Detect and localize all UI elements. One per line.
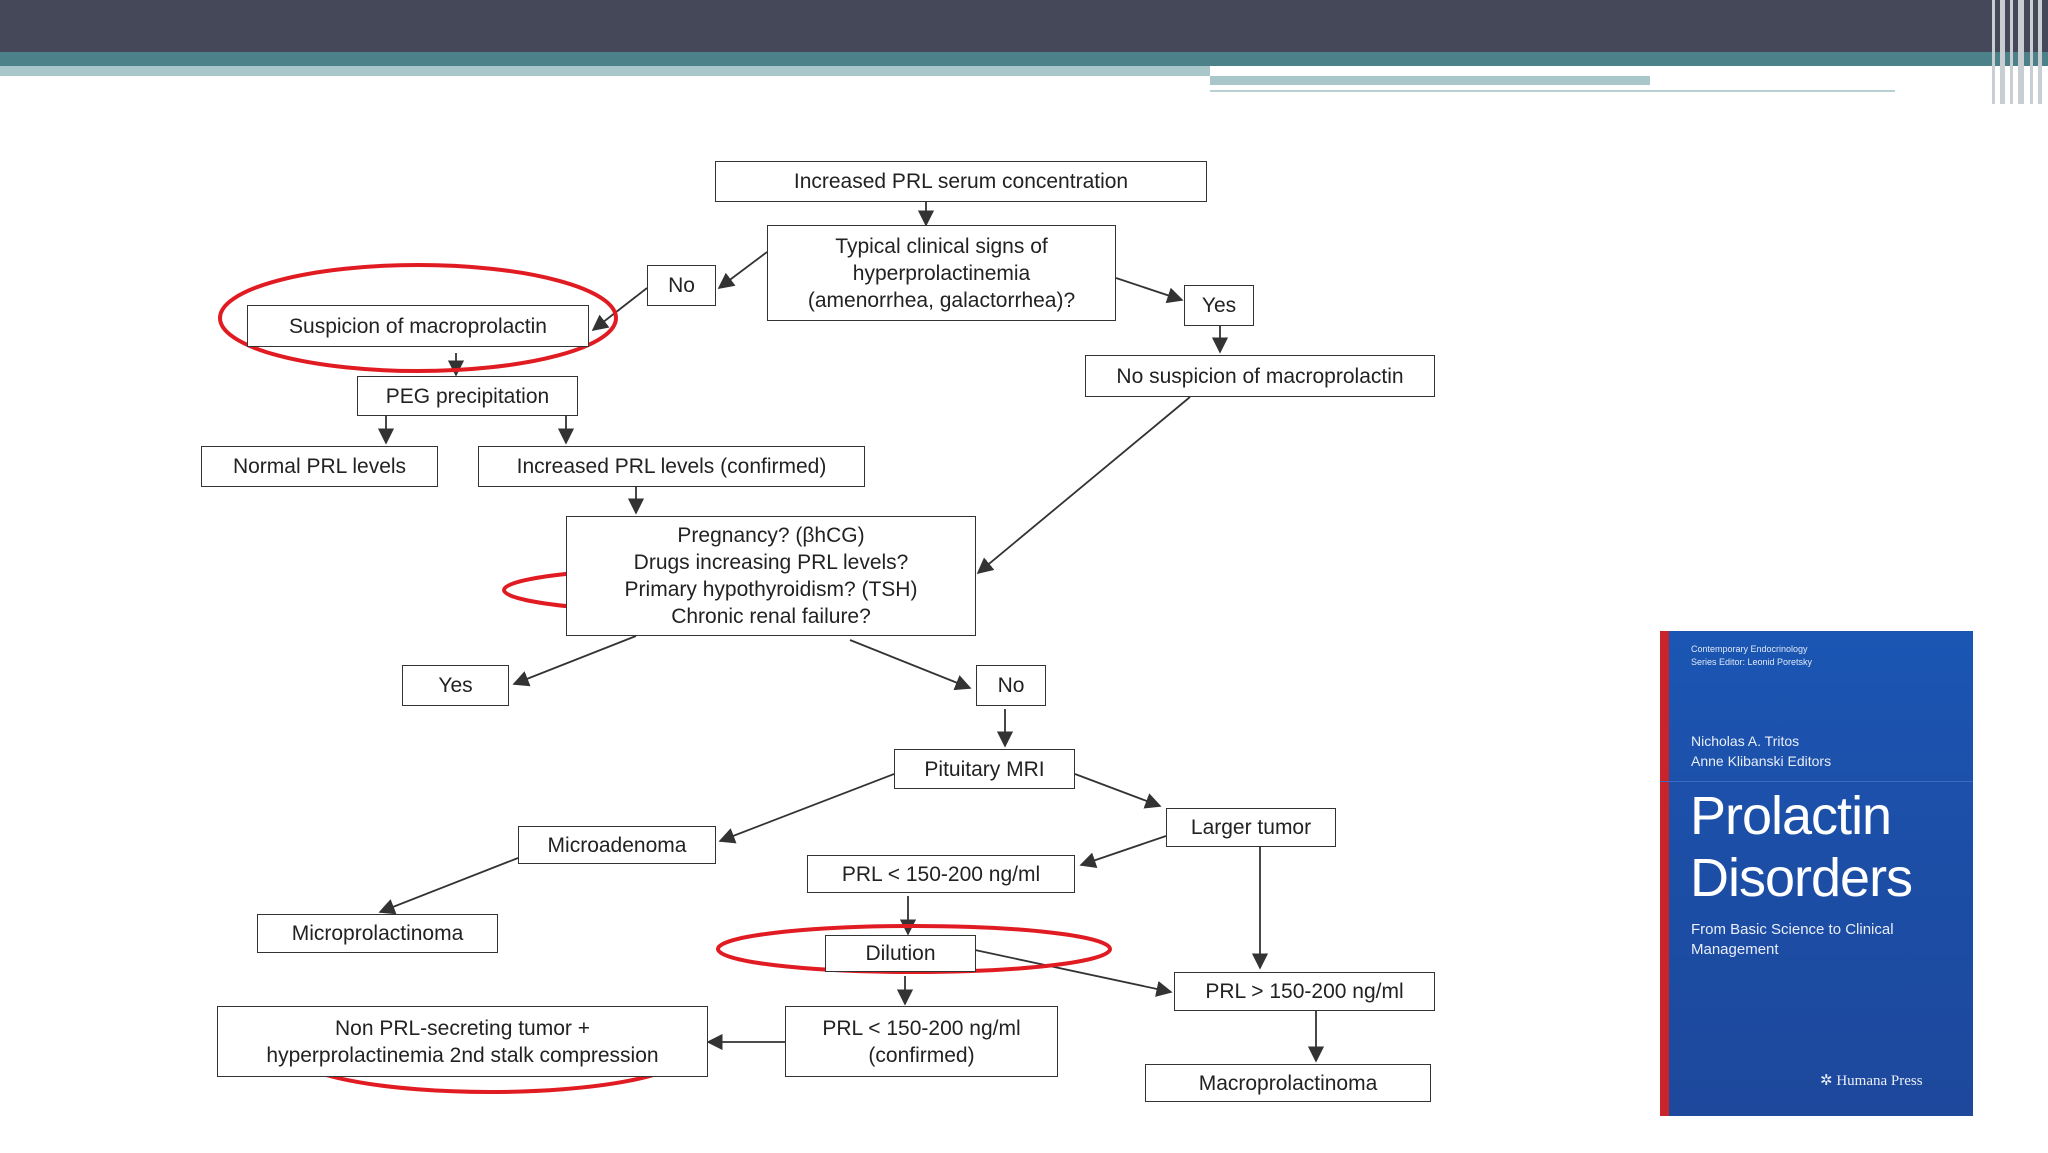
book-subtitle: From Basic Science to Clinical Managemen…	[1691, 921, 1894, 958]
book-spine	[1660, 631, 1669, 1116]
suspicion-macroprolactin-node: Suspicion of macroprolactin	[247, 305, 589, 347]
prl-gt-node: PRL > 150-200 ng/ml	[1174, 972, 1435, 1011]
increased-prl-node: Increased PRL serum concentration	[715, 161, 1207, 202]
larger-tumor-node: Larger tumor	[1166, 808, 1336, 847]
no-mid-node: No	[976, 665, 1046, 706]
no-suspicion-macroprolactin-node: No suspicion of macroprolactin	[1085, 355, 1435, 397]
slide-header-accent	[0, 52, 2048, 66]
book-publisher: ✲ Humana Press	[1820, 1071, 1923, 1090]
book-series: Contemporary Endocrinology Series Editor…	[1691, 644, 1813, 667]
arrow	[1115, 277, 1184, 304]
arrow	[718, 773, 895, 844]
microprolactinoma-node: Microprolactinoma	[257, 914, 498, 953]
slide-header-accent-light	[0, 66, 1210, 76]
peg-precipitation-node: PEG precipitation	[357, 376, 578, 416]
arrow	[378, 857, 519, 915]
macroprolactinoma-node: Macroprolactinoma	[1145, 1064, 1431, 1102]
arrow	[591, 287, 648, 331]
publisher-logo-icon: ✲	[1820, 1073, 1833, 1089]
no-top-node: No	[647, 265, 716, 306]
slide-header-accent-rule	[1210, 86, 1895, 92]
slide-header-corner-stripes	[1988, 0, 2048, 104]
yes-top-node: Yes	[1184, 285, 1254, 326]
arrow	[717, 251, 768, 289]
increased-prl-confirmed-node: Increased PRL levels (confirmed)	[478, 446, 865, 487]
arrow	[1074, 773, 1162, 809]
publisher-name: Humana Press	[1836, 1073, 1923, 1089]
arrow	[512, 635, 637, 687]
normal-prl-node: Normal PRL levels	[201, 446, 438, 487]
pituitary-mri-node: Pituitary MRI	[894, 749, 1075, 789]
yes-mid-node: Yes	[402, 665, 509, 706]
slide-header-bar	[0, 0, 2048, 52]
non-prl-secreting-tumor-node: Non PRL-secreting tumor + hyperprolactin…	[217, 1006, 708, 1077]
book-band	[1660, 781, 1973, 782]
arrow	[976, 396, 1191, 575]
prl-lt-node: PRL < 150-200 ng/ml	[807, 855, 1075, 893]
arrow	[849, 639, 972, 691]
prl-lt-confirmed-node: PRL < 150-200 ng/ml (confirmed)	[785, 1006, 1058, 1077]
slide-header-accent-light	[1210, 76, 1650, 85]
typical-signs-node: Typical clinical signs of hyperprolactin…	[767, 225, 1116, 321]
book-title: Prolactin Disorders	[1690, 786, 1913, 908]
dilution-node: Dilution	[825, 935, 976, 972]
causes-node: Pregnancy? (βhCG) Drugs increasing PRL l…	[566, 516, 976, 636]
arrow	[974, 949, 1173, 997]
microadenoma-node: Microadenoma	[518, 826, 716, 864]
highlight-ellipse	[218, 263, 618, 373]
arrow	[1079, 835, 1167, 868]
book-editors: Nicholas A. Tritos Anne Klibanski Editor…	[1691, 733, 1832, 769]
book-cover-image: Contemporary Endocrinology Series Editor…	[1660, 631, 1973, 1116]
highlight-ellipse	[716, 924, 1112, 974]
